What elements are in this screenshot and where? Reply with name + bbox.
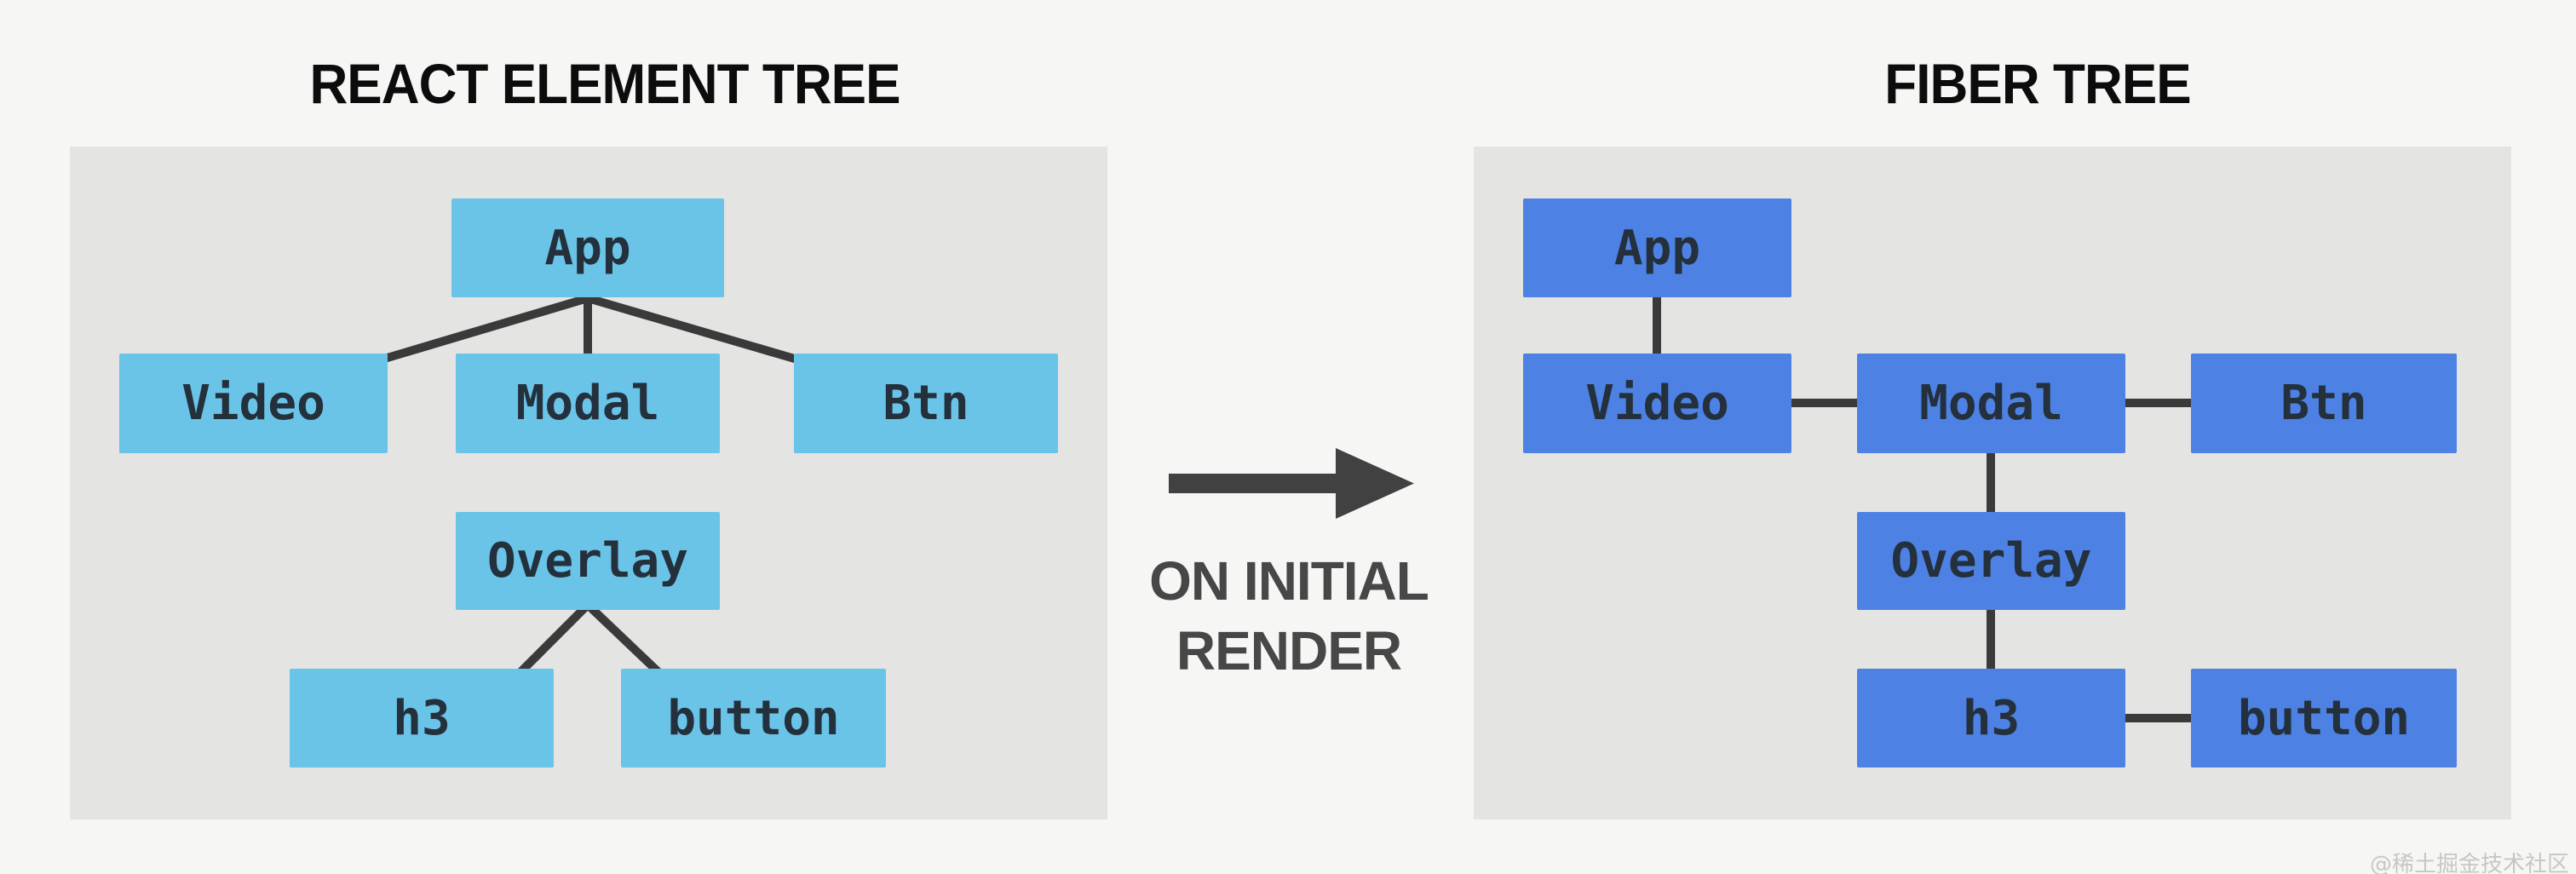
node-modal: Modal [456,354,720,453]
node-button: button [621,669,886,768]
node-overlay: Overlay [456,512,720,610]
watermark: @稀土掘金技术社区 [2369,852,2569,874]
node-app: App [1523,198,1791,297]
edge-overlay-h3 [516,601,591,676]
transition-caption-line2: RENDER [1176,619,1402,681]
fiber-tree-title: FIBER TREE [1884,52,2191,115]
transition-caption-line1: ON INITIAL [1149,550,1429,612]
right-arrow-icon [1169,448,1414,519]
edge-app-btn [586,294,799,364]
node-h3: h3 [1857,669,2125,768]
transition-caption: ON INITIAL RENDER [1118,547,1459,687]
react-element-tree-panel: App Video Modal Btn Overlay h3 button [70,147,1107,819]
transition-arrow-group [1169,443,1416,524]
node-h3: h3 [290,669,554,768]
node-video: Video [119,354,388,453]
node-modal: Modal [1857,354,2125,453]
react-element-tree-title: REACT ELEMENT TREE [309,52,900,115]
node-btn: Btn [794,354,1058,453]
fiber-tree-panel: App Video Modal Btn Overlay h3 button [1474,147,2511,819]
edge-overlay-button [584,601,663,676]
node-overlay: Overlay [1857,512,2125,610]
edge-app-video [380,294,589,364]
node-button: button [2191,669,2457,768]
right-tree-connectors [1653,295,2194,722]
node-app: App [451,198,724,297]
node-video: Video [1523,354,1791,453]
node-btn: Btn [2191,354,2457,453]
